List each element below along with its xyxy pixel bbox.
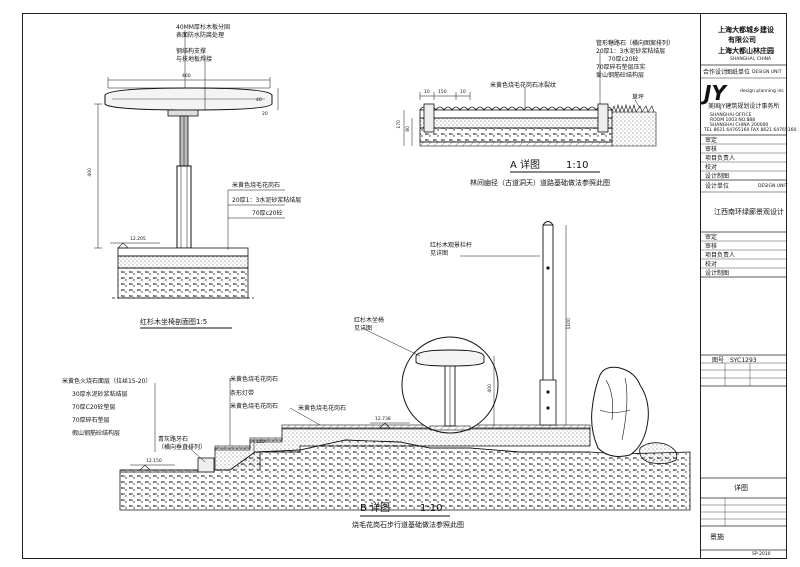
detail-a-paving-label: 米黄色烧毛花岗石冰裂纹 <box>490 82 557 89</box>
detail-b-left-note-4: 70厚碎石垫层 <box>72 417 110 424</box>
tb-client-small: SHANGHAI, CHINA <box>730 57 772 62</box>
bench-layer-2: 20厚1：3水泥砂浆粘结层 <box>232 197 302 204</box>
detail-a-grass-label: 草坪 <box>632 94 645 101</box>
detail-b-left-note-2: 30厚水泥砂浆粘结层 <box>72 391 128 398</box>
detail-a-dim-1: 10 <box>424 90 430 95</box>
tb-client-line1: 上海大都城乡建设 <box>718 26 774 34</box>
detail-b-left-note-5: 假山钢筋砼结构层 <box>72 430 121 437</box>
detail-b-left-note-3: 70厚C20砼垫层 <box>72 404 116 411</box>
detail-b-curb-label: 青灰路牙石 <box>158 436 189 443</box>
bench-elevation: 12.205 <box>130 237 146 242</box>
drawing-border <box>22 13 787 559</box>
tb-coop-small: DESIGN UNIT <box>752 70 782 75</box>
detail-b-title: B 详图 <box>360 503 391 514</box>
detail-b-mid-note-1: 米黄色烧毛花岗石 <box>230 376 279 383</box>
tb-row1-check: 校对 <box>705 164 718 171</box>
detail-a-note-2: 20厚1：3水泥砂浆粘结层 <box>596 48 666 55</box>
detail-b-rail-label: 红杉木观景栏杆 <box>430 242 473 249</box>
tb-row2-lead: 项目负责人 <box>705 252 736 259</box>
detail-a-note-1: 管形糖路石（横向图案排列） <box>596 40 675 47</box>
detail-b-curb-label-2: （横向垂直排列） <box>158 444 207 451</box>
detail-a-subtitle: 林间幽径（古道洞天）道路基础做法参照此图 <box>470 179 610 187</box>
bench-section-drawing <box>94 30 285 329</box>
bench-note-4: 与扶地板焊接 <box>176 56 213 63</box>
bench-note-1: 40MM厚杉木板分固 <box>176 24 230 31</box>
detail-b-elev-low: 12.150 <box>146 459 162 464</box>
detail-b-bench-label-2: 见详图 <box>354 325 373 332</box>
tb-firm-small-4: TEL 8621 64765160 FAX 8621 64765160 <box>704 128 797 133</box>
detail-b-right-label: 米黄色烧毛花岗石 <box>298 405 347 412</box>
tb-client-line3: 上海大都山林庄园 <box>718 47 774 55</box>
bench-layer-1: 米黄色烧毛花岗石 <box>232 182 281 189</box>
tb-logo-sub: design planning inc <box>740 89 784 94</box>
tb-logo: JY <box>704 81 726 105</box>
title-block-grid <box>700 64 787 551</box>
tb-firm-small-1: SHANGHAI OFFICE <box>710 113 752 118</box>
tb-row1-review: 审核 <box>705 146 718 153</box>
detail-b-bench-label: 红杉木坐椅 <box>354 317 385 324</box>
detail-b-drawing <box>119 221 691 517</box>
tb-client-line2: 有限公司 <box>728 36 756 44</box>
tb-row1-draw: 设计制图 <box>705 173 730 180</box>
bench-layer-3: 70厚c20砼 <box>252 210 283 217</box>
detail-a-note-4: 70厚碎石垫层压实 <box>596 64 646 71</box>
tb-row2-review: 审核 <box>705 243 718 250</box>
detail-b-left-note-1: 米黄色火烧石面层（拉丝15-20） <box>62 378 152 385</box>
detail-a-dim-2: 150 <box>438 90 447 95</box>
detail-b-subtitle: 烧毛花岗石步行道基础做法参照此图 <box>352 521 464 529</box>
bench-dim-side: 20 <box>262 112 268 117</box>
tb-drawing-name: 详图 <box>734 484 748 492</box>
detail-b-mid-note-2: 条形灯带 <box>230 390 255 397</box>
detail-a-note-5: 爱山钢筋砼结构层 <box>596 72 645 79</box>
bench-note-3: 钢结构支撑 <box>176 48 207 55</box>
title-block <box>700 13 787 559</box>
detail-a-dim-3: 10 <box>460 90 466 95</box>
detail-b-scale: 1:10 <box>420 503 443 514</box>
tb-row2-draw: 设计制图 <box>705 270 730 277</box>
tb-firm-small-3: SHANGHAI CHINA 200000 <box>710 123 769 128</box>
detail-a-drawing <box>403 52 657 173</box>
tb-project: 江西南环绿廊景观设计 <box>714 208 784 216</box>
tb-design-unit-small: DESIGN UNIT <box>758 184 788 189</box>
detail-b-step-dim: 150 <box>256 440 265 445</box>
detail-a-dim-v1: 170 <box>397 120 402 129</box>
detail-b-elev-high: 12.738 <box>375 417 391 422</box>
bench-dim-height: 400 <box>88 168 93 177</box>
bench-note-2: 表面防水防腐处理 <box>176 32 225 39</box>
tb-row2-approve: 审定 <box>705 234 718 241</box>
detail-b-rail-label-2: 见详图 <box>430 250 449 257</box>
tb-drawing-section: 景施 <box>710 533 724 541</box>
detail-b-rail-dim: 1100 <box>567 318 572 330</box>
detail-a-title: A 详图 <box>510 160 541 171</box>
detail-b-bench-dim: 400 <box>488 384 493 393</box>
tb-firm-name: 美国JY建筑规划设计事务所 <box>708 103 780 110</box>
tb-drawing-no: SP-2010 <box>752 552 771 557</box>
tb-row2-check: 校对 <box>705 261 718 268</box>
detail-b-mid-note-3: 米黄色烧毛花岗石 <box>230 403 279 410</box>
tb-status-label: 图号 <box>712 357 725 364</box>
bench-dim-width: 460 <box>182 74 191 79</box>
tb-row1-approve: 审定 <box>705 137 718 144</box>
bench-section-title: 红杉木坐椅剖面图1:5 <box>140 318 208 326</box>
detail-a-dim-v2: 80 <box>406 126 411 132</box>
detail-a-scale: 1:10 <box>566 160 589 171</box>
tb-firm-small-2: ROOM 1003 NO.888 <box>710 118 756 123</box>
tb-status-value: SYC1293 <box>730 357 757 364</box>
tb-coop-label: 合作设计 <box>703 69 728 76</box>
detail-a-note-3: 70厚c20砼 <box>608 56 639 63</box>
bench-dim-top: 40 <box>256 98 262 103</box>
tb-row1-lead: 项目负责人 <box>705 155 736 162</box>
tb-coop-value: 图纸单位 <box>726 69 751 76</box>
tb-design-unit: 设计单位 <box>705 183 730 190</box>
